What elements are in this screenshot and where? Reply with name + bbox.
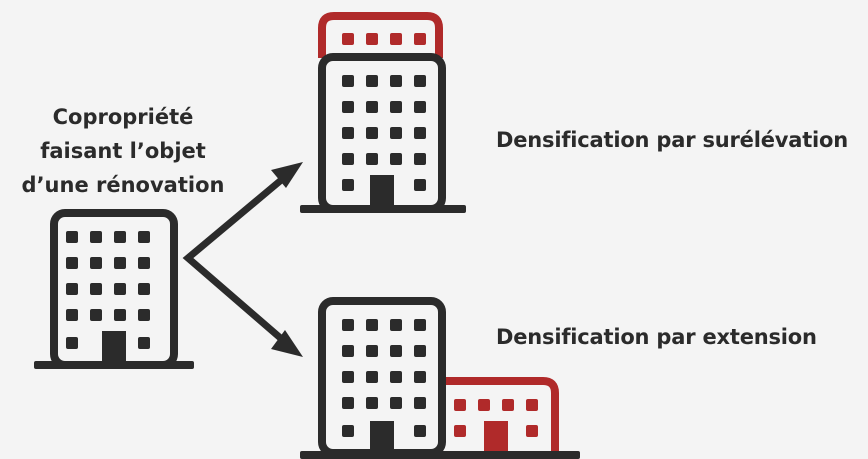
branch-arrows bbox=[182, 162, 303, 357]
caption-line-3: d’une rénovation bbox=[21, 173, 225, 197]
arrow-head-down bbox=[271, 330, 303, 357]
source-caption: Copropriété faisant l’objet d’une rénova… bbox=[18, 100, 228, 202]
raised-building-icon bbox=[300, 12, 466, 213]
arrow-head-up bbox=[271, 162, 303, 188]
arrow-lines bbox=[182, 168, 295, 351]
caption-line-2: faisant l’objet bbox=[40, 139, 206, 163]
option-raising-label: Densification par surélévation bbox=[496, 128, 849, 152]
caption-line-1: Copropriété bbox=[52, 105, 194, 129]
option-extension-label: Densification par extension bbox=[496, 325, 817, 349]
extended-building-icon bbox=[300, 297, 580, 459]
source-building-icon bbox=[34, 209, 194, 369]
